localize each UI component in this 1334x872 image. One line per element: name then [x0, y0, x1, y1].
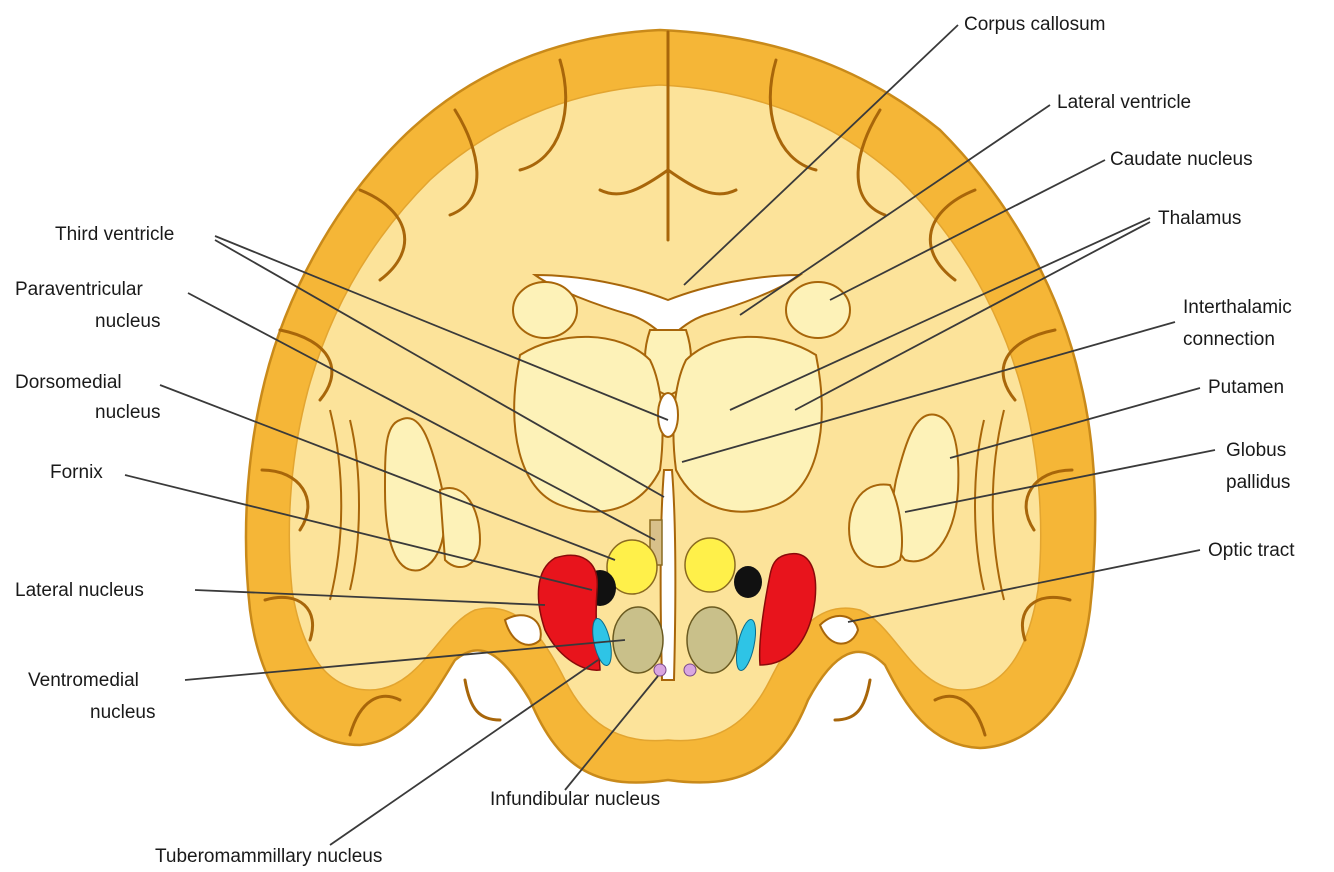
label-paraventricular-1: Paraventricular [15, 279, 143, 300]
dorsomedial-nucleus-right [685, 538, 735, 592]
label-ventromedial-2: nucleus [90, 702, 156, 723]
label-interthalamic-2: connection [1183, 329, 1275, 350]
label-globus-2: pallidus [1226, 472, 1290, 493]
label-corpus-callosum: Corpus callosum [964, 14, 1106, 35]
label-dorsomedial-2: nucleus [95, 402, 161, 423]
label-lateral-nucleus: Lateral nucleus [15, 580, 144, 601]
caudate-nucleus-left [513, 282, 577, 338]
infundibular-nucleus-left [654, 664, 666, 676]
label-paraventricular-2: nucleus [95, 311, 161, 332]
label-ventromedial-1: Ventromedial [28, 670, 139, 691]
label-lateral-ventricle: Lateral ventricle [1057, 92, 1191, 113]
ventromedial-nucleus-right [687, 607, 737, 673]
thalamus-right [673, 337, 821, 512]
brain-section [246, 30, 1095, 783]
caudate-nucleus-right [786, 282, 850, 338]
label-interthalamic-1: Interthalamic [1183, 297, 1292, 318]
infundibular-nucleus-right [684, 664, 696, 676]
label-optic-tract: Optic tract [1208, 540, 1295, 561]
fornix-right [734, 566, 762, 598]
label-caudate-nucleus: Caudate nucleus [1110, 149, 1253, 170]
label-tuberomammillary-nucleus: Tuberomammillary nucleus [155, 846, 382, 867]
label-infundibular-nucleus: Infundibular nucleus [490, 789, 660, 810]
label-fornix: Fornix [50, 462, 103, 483]
label-globus-1: Globus [1226, 440, 1286, 461]
label-putamen: Putamen [1208, 377, 1284, 398]
label-thalamus: Thalamus [1158, 208, 1241, 229]
label-dorsomedial-1: Dorsomedial [15, 372, 122, 393]
label-third-ventricle: Third ventricle [55, 224, 174, 245]
interthalamic-connection-shape [658, 393, 678, 437]
